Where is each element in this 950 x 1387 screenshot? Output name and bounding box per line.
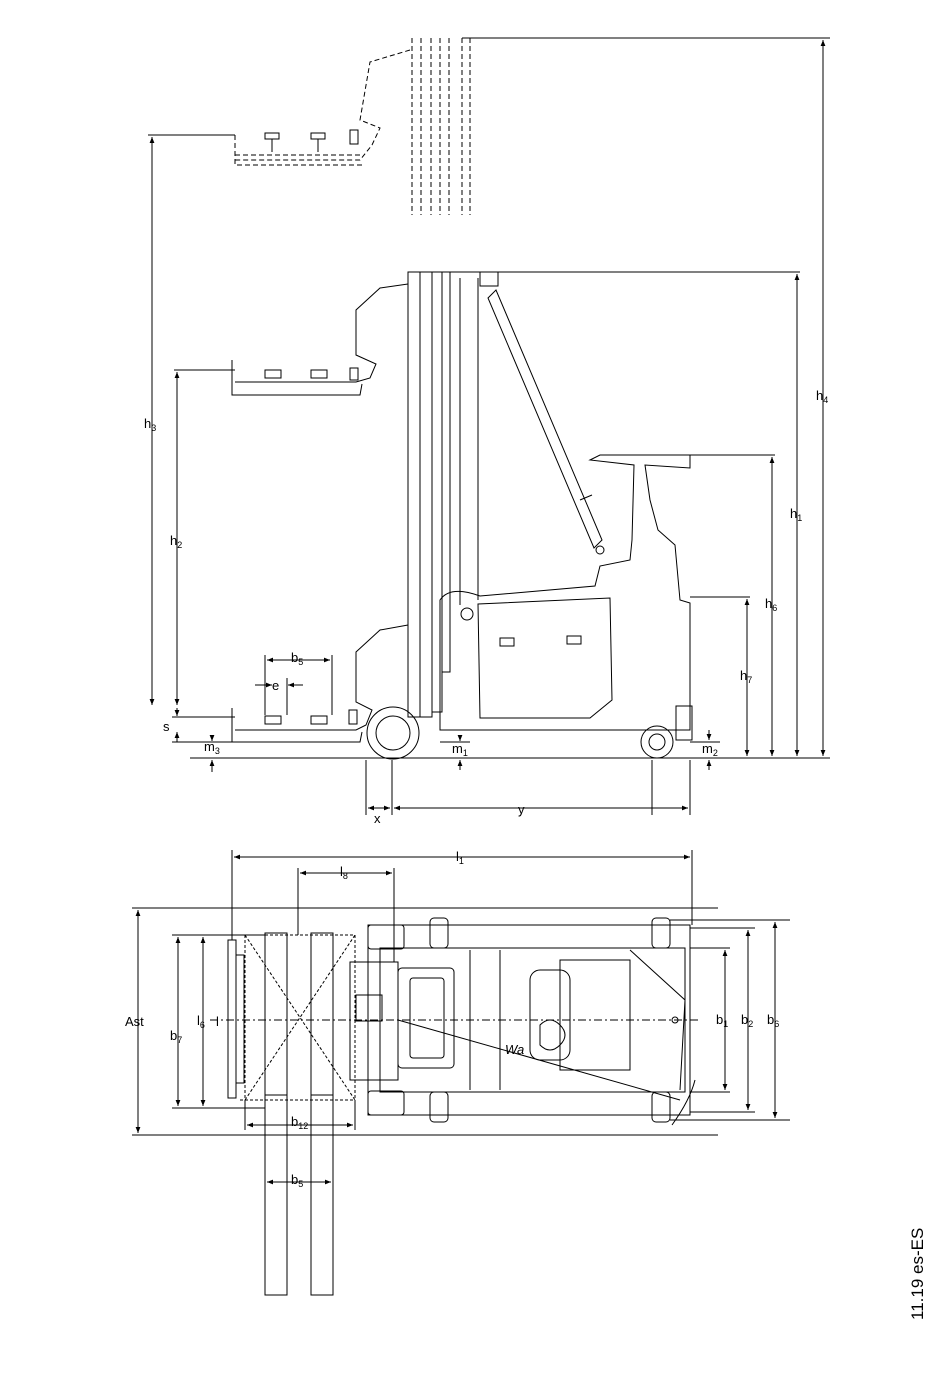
extended-forks	[265, 130, 358, 152]
label-l8: l8	[340, 864, 348, 881]
label-b12: b12	[291, 1114, 308, 1131]
forks	[265, 933, 333, 1295]
extended-mast-ghost	[235, 38, 470, 215]
top-dimension-lines	[132, 850, 790, 1182]
label-y: y	[518, 802, 525, 817]
label-l: l	[216, 1014, 219, 1029]
label-m1: m1	[452, 741, 468, 758]
label-wa: Wa	[505, 1042, 524, 1057]
label-h4: h4	[816, 388, 828, 405]
side-view-labels: h4 h1 h6 h7 h3 h2 b5 e s m3 m1 m2 x y	[144, 388, 828, 826]
document-code: 11.19 es-ES	[908, 1240, 928, 1320]
label-l6: l6	[197, 1013, 205, 1030]
label-h7: h7	[740, 668, 752, 685]
label-b6: b6	[767, 1012, 779, 1029]
carriage-low	[232, 625, 408, 742]
wa-radius-line	[398, 1020, 680, 1100]
top-view	[132, 850, 790, 1295]
label-h1: h1	[790, 506, 802, 523]
wheels	[367, 707, 673, 759]
load-outline	[228, 935, 355, 1100]
carriage-mid	[232, 284, 408, 395]
side-view	[148, 38, 830, 815]
label-m2: m2	[702, 741, 718, 758]
label-x: x	[374, 811, 381, 826]
side-dimension-lines	[148, 40, 823, 815]
label-b1: b1	[716, 1012, 728, 1029]
label-e: e	[272, 678, 279, 693]
label-s: s	[163, 719, 170, 734]
tilt-cylinder	[488, 290, 604, 554]
label-b5-side: b5	[291, 650, 303, 667]
top-view-labels: l1 l8 Ast b7 l6 l Wa b1 b2 b6 b12 b5	[125, 849, 779, 1189]
wa-arc	[672, 1080, 695, 1125]
label-l1: l1	[456, 849, 464, 866]
chassis	[368, 918, 690, 1122]
label-b2: b2	[741, 1012, 753, 1029]
label-b7: b7	[170, 1028, 182, 1045]
label-b5-top: b5	[291, 1172, 303, 1189]
mast	[408, 272, 800, 717]
label-h2: h2	[170, 533, 182, 550]
label-h6: h6	[765, 596, 777, 613]
label-h3: h3	[144, 416, 156, 433]
label-ast: Ast	[125, 1014, 144, 1029]
